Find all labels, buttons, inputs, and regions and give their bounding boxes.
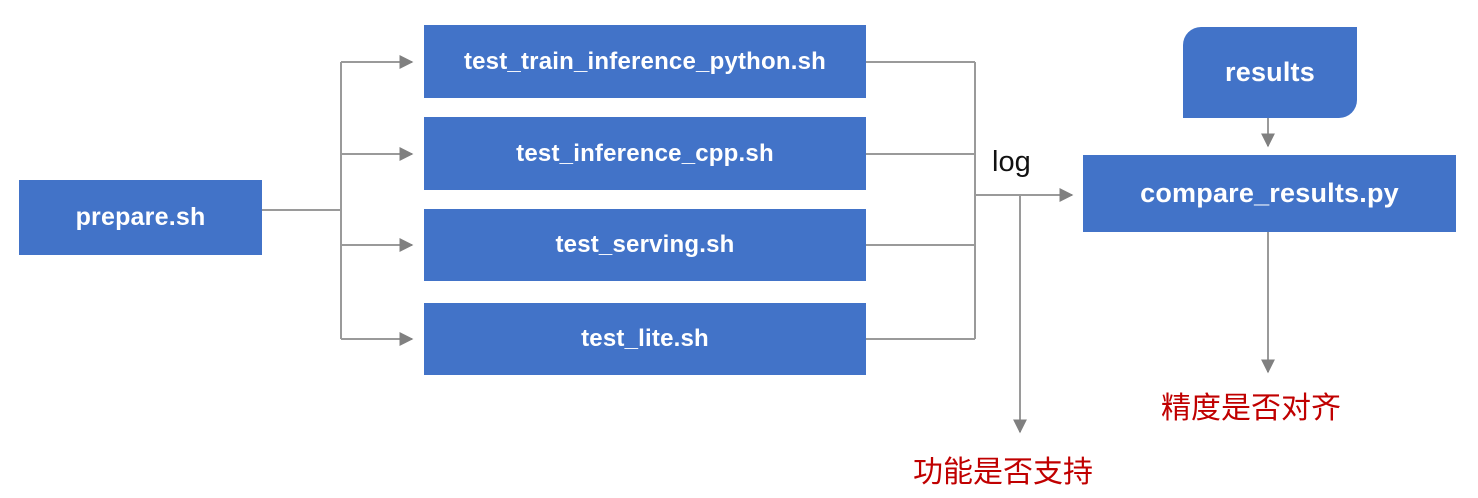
node-test-lite-sh[interactable]: test_lite.sh xyxy=(424,303,866,375)
node-prepare-sh[interactable]: prepare.sh xyxy=(19,180,262,255)
edge-label-log: log xyxy=(992,146,1031,178)
node-test-inference-cpp-sh-label: test_inference_cpp.sh xyxy=(516,139,774,167)
note-function-supported: 功能是否支持 xyxy=(913,456,1093,489)
node-test-serving-sh-label: test_serving.sh xyxy=(555,231,735,259)
node-test-serving-sh[interactable]: test_serving.sh xyxy=(424,209,866,281)
node-test-train-inference-python-sh[interactable]: test_train_inference_python.sh xyxy=(424,25,866,98)
node-test-inference-cpp-sh[interactable]: test_inference_cpp.sh xyxy=(424,117,866,190)
node-compare-results-py[interactable]: compare_results.py xyxy=(1083,155,1456,232)
node-results-label: results xyxy=(1225,56,1315,87)
node-test-train-inference-python-sh-label: test_train_inference_python.sh xyxy=(463,47,827,75)
node-results[interactable]: results xyxy=(1183,27,1357,118)
node-compare-results-py-label: compare_results.py xyxy=(1140,177,1399,208)
node-prepare-sh-label: prepare.sh xyxy=(75,203,206,232)
note-precision-aligned: 精度是否对齐 xyxy=(1161,392,1341,425)
node-test-lite-sh-label: test_lite.sh xyxy=(581,325,709,353)
